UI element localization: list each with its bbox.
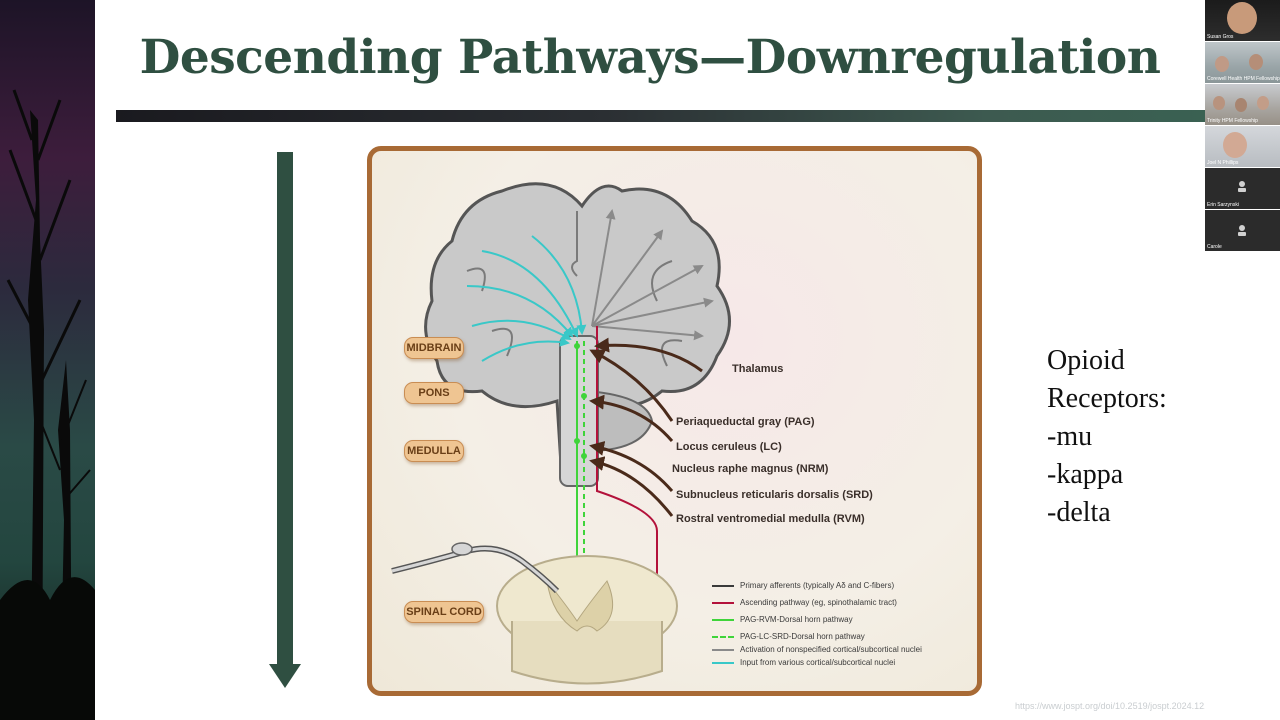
label-pag: Periaqueductal gray (PAG)	[676, 416, 815, 428]
label-nrm: Nucleus raphe magnus (NRM)	[672, 463, 829, 475]
legend-nonspecified-nuclei: Activation of nonspecified cortical/subc…	[712, 645, 922, 654]
label-thalamus: Thalamus	[732, 363, 784, 375]
region-label-midbrain: MIDBRAIN	[404, 337, 464, 359]
region-label-spinal-cord: SPINAL CORD	[404, 601, 484, 623]
slide: Descending Pathways—Downregulation	[95, 0, 1218, 720]
legend-primary-afferents: Primary afferents (typically Aδ and C-fi…	[712, 581, 894, 590]
legend-label: Input from various cortical/subcortical …	[740, 658, 896, 667]
slide-title: Descending Pathways—Downregulation	[139, 30, 1161, 85]
user-icon	[1238, 181, 1246, 192]
label-lc: Locus ceruleus (LC)	[676, 441, 782, 453]
receptors-line: Opioid	[1047, 345, 1125, 376]
legend-pag-lc-srd: PAG-LC-SRD-Dorsal horn pathway	[712, 632, 865, 641]
participant-name: Joel N Phillips	[1207, 160, 1239, 166]
participant-tile[interactable]: Carole	[1205, 210, 1280, 251]
user-icon	[1238, 225, 1246, 236]
participant-tile[interactable]: Corewell Health HPM Fellowship	[1205, 42, 1280, 83]
participant-name: Corewell Health HPM Fellowship	[1207, 76, 1280, 82]
region-label-pons: PONS	[404, 382, 464, 404]
brain-spinal-diagram	[391, 182, 731, 685]
legend-ascending-pathway: Ascending pathway (eg, spinothalamic tra…	[712, 598, 897, 607]
legend-label: Ascending pathway (eg, spinothalamic tra…	[740, 598, 897, 607]
participant-name: Carole	[1207, 244, 1222, 250]
descending-pathways-figure: MIDBRAIN PONS MEDULLA SPINAL CORD Thalam…	[367, 146, 982, 696]
legend-pag-rvm: PAG-RVM-Dorsal horn pathway	[712, 615, 853, 624]
background-forest-strip	[0, 0, 95, 720]
opioid-receptors-text: Opioid Receptors: -mu -kappa -delta	[1047, 342, 1167, 532]
legend-label: Primary afferents (typically Aδ and C-fi…	[740, 581, 895, 590]
legend-label: Activation of nonspecified cortical/subc…	[740, 645, 922, 654]
participant-tile[interactable]: Trinity HPM Fellowship	[1205, 84, 1280, 125]
receptors-line: Receptors:	[1047, 383, 1167, 414]
receptors-line: -kappa	[1047, 459, 1124, 490]
participant-tile[interactable]: Joel N Phillips	[1205, 126, 1280, 167]
tree-silhouette-image	[0, 89, 95, 720]
participant-video-strip: Susan Gros Corewell Health HPM Fellowshi…	[1205, 0, 1280, 720]
legend-label: PAG-RVM-Dorsal horn pathway	[740, 615, 853, 624]
receptors-line: -mu	[1047, 421, 1093, 452]
participant-tile[interactable]: Erin Sarzynski	[1205, 168, 1280, 209]
region-label-medulla: MEDULLA	[404, 440, 464, 462]
title-underline-bar	[116, 110, 1205, 122]
participant-tile[interactable]: Susan Gros	[1205, 0, 1280, 41]
legend-cortical-input: Input from various cortical/subcortical …	[712, 658, 895, 667]
label-rvm: Rostral ventromedial medulla (RVM)	[676, 513, 865, 525]
down-arrow-icon	[269, 152, 301, 688]
participant-name: Trinity HPM Fellowship	[1207, 118, 1258, 124]
label-srd: Subnucleus reticularis dorsalis (SRD)	[676, 489, 873, 501]
legend-label: PAG-LC-SRD-Dorsal horn pathway	[740, 632, 865, 641]
participant-name: Susan Gros	[1207, 34, 1234, 40]
receptors-line: -delta	[1047, 497, 1111, 528]
participant-name: Erin Sarzynski	[1207, 202, 1239, 208]
citation-link[interactable]: https://www.jospt.org/doi/10.2519/jospt.…	[1015, 701, 1219, 711]
